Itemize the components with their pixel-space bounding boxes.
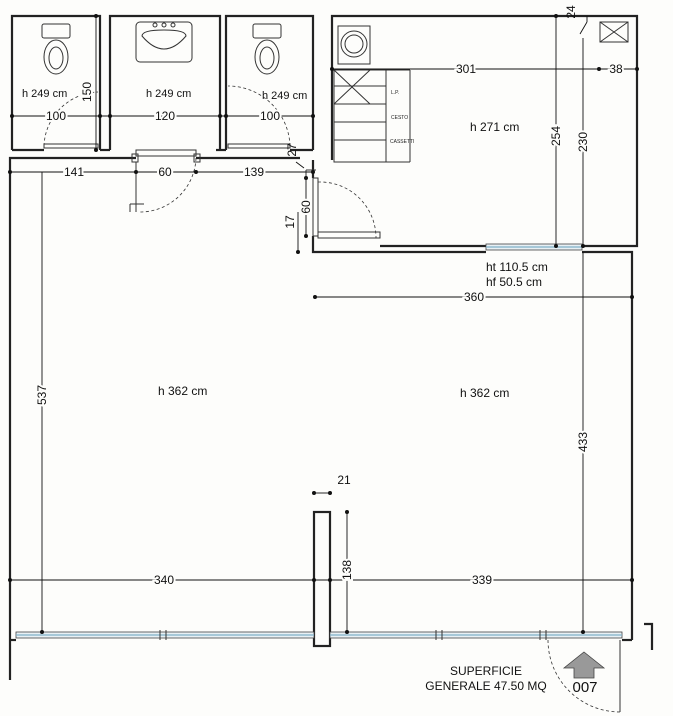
dim-340: 340: [154, 573, 174, 587]
window-ht: ht 110.5 cm: [486, 260, 548, 274]
dim-150: 150: [80, 82, 94, 102]
surface-summary: SUPERFICIE GENERALE 47.50 MQ: [425, 664, 546, 693]
unit-code: 007: [572, 679, 597, 696]
dim-138: 138: [340, 560, 354, 580]
wc-left-height: h 249 cm: [22, 88, 67, 100]
window-kitchen: [485, 243, 583, 251]
door-kitchen: [305, 169, 381, 239]
superficie-label: SUPERFICIE: [450, 664, 522, 678]
kitchen-label-lp: L.P.: [391, 90, 399, 96]
main-right-height: h 362 cm: [460, 386, 509, 400]
dim-230: 230: [576, 132, 590, 152]
dim-24: 24: [564, 5, 578, 19]
kitchen-label-cesto: CESTO: [391, 115, 408, 121]
dim-100-right: 100: [260, 109, 280, 123]
dim-120: 120: [155, 109, 175, 123]
kitchen-sink-icon: [337, 25, 371, 65]
dim-60-horizontal: 60: [158, 165, 172, 179]
dim-38: 38: [609, 62, 623, 76]
dim-21: 21: [337, 473, 351, 487]
kitchen-label-cassetti: CASSETTI: [390, 139, 414, 145]
dim-537: 537: [35, 385, 49, 405]
door-wc-right: [227, 85, 291, 149]
dim-141: 141: [64, 165, 84, 179]
wc-right-height: h 249 cm: [262, 90, 307, 102]
dim-27: 27: [285, 143, 299, 157]
door-corridor: [129, 149, 201, 213]
dim-17: 17: [283, 215, 297, 229]
windows: [15, 243, 623, 640]
dimension-lines: [8, 14, 639, 634]
dim-339: 339: [472, 573, 492, 587]
washbasin-icon: [135, 21, 193, 63]
unit-marker: 007: [562, 651, 606, 696]
window-bottom-left: [15, 630, 315, 640]
appliance-box-icon: [599, 21, 629, 43]
doors: [43, 85, 621, 713]
dim-60-vertical: 60: [299, 200, 313, 214]
main-left-height: h 362 cm: [158, 384, 207, 398]
north-arrow-icon: [562, 651, 606, 679]
kitchen-fixtures: L.P. CESTO CASSETTI: [333, 21, 629, 163]
dim-254: 254: [549, 126, 563, 146]
toilet-right-icon: [252, 23, 282, 75]
kitchen-height: h 271 cm: [470, 120, 519, 134]
dim-100-left: 100: [46, 109, 66, 123]
sink-room-height: h 249 cm: [146, 88, 191, 100]
window-hf: hf 50.5 cm: [486, 275, 542, 289]
toilet-left-icon: [41, 23, 71, 75]
room-labels: h 249 cm h 249 cm h 249 cm h 271 cm ht 1…: [22, 88, 548, 400]
door-wc-left: [43, 91, 99, 149]
counter-outline: [333, 69, 387, 163]
window-bottom-right: [329, 630, 623, 640]
dim-139: 139: [244, 165, 264, 179]
dim-360: 360: [464, 290, 484, 304]
dimension-labels: 150 100 120 100 301 38 24 254 230 27 141…: [33, 5, 625, 589]
bathroom-fixtures: [41, 21, 282, 75]
walls: [8, 14, 654, 680]
dim-433: 433: [576, 432, 590, 452]
dim-301: 301: [456, 62, 476, 76]
door-entrance: [547, 639, 621, 713]
superficie-total: GENERALE 47.50 MQ: [425, 679, 546, 693]
